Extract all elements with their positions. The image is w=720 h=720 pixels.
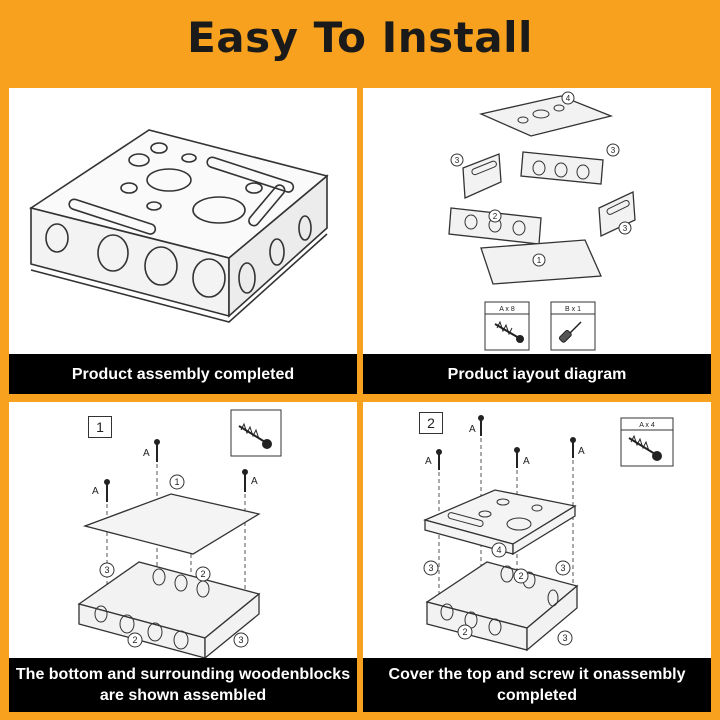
caption-layout-diagram: Product iayout diagram — [363, 354, 711, 394]
panel-assembly-completed: Product assembly completed — [9, 88, 357, 394]
screw-icon — [628, 434, 662, 461]
part-label: 3 — [104, 565, 109, 575]
part-label: 3 — [562, 633, 567, 643]
panel-step-1: 1 A A A A — [9, 402, 357, 712]
part-label: 2 — [132, 635, 137, 645]
part-label: 1 — [174, 477, 179, 487]
screw-letter: A — [143, 448, 150, 459]
part-label: 2 — [493, 212, 498, 221]
page-title: Easy To Install — [187, 13, 533, 62]
part-label: 3 — [238, 635, 243, 645]
step-2-illustration: A x 4 A A A A — [423, 415, 674, 652]
part-label: 3 — [623, 224, 628, 233]
screw-icon — [238, 422, 272, 449]
panel-step-2: 2 A x 4 A A A A — [363, 402, 711, 712]
screw-letter: A — [523, 456, 530, 467]
step-1-illustration: A A A A — [77, 409, 282, 658]
step-number: 1 — [88, 416, 112, 438]
part-label: 2 — [200, 569, 205, 579]
part-label: 3 — [455, 156, 460, 165]
screw-letter: A — [425, 456, 432, 467]
caption-line-2: are shown assembled — [99, 687, 267, 704]
tool-count-label: B x 1 — [565, 306, 581, 313]
caption-step-2: Cover the top and screw it onassembly co… — [363, 658, 711, 712]
screw-icon — [494, 320, 524, 343]
step-number: 2 — [419, 412, 443, 434]
screw-box-label: A x 4 — [639, 422, 655, 429]
caption-line-2: completed — [496, 687, 577, 704]
panel-layout-diagram: 4 3 3 2 3 1 A x 8 B x 1 Product iayout d… — [363, 88, 711, 394]
part-label: 3 — [428, 563, 433, 573]
part-label: 4 — [566, 94, 571, 103]
caption-text: Product assembly completed — [71, 365, 295, 383]
screwdriver-icon — [558, 321, 582, 343]
part-label: 2 — [462, 627, 467, 637]
caption-assembly-completed: Product assembly completed — [9, 354, 357, 394]
part-label: 2 — [518, 571, 523, 581]
screw-letter: A — [469, 424, 476, 435]
caption-line-1: The bottom and surrounding woodenblocks — [15, 666, 351, 683]
part-label: 3 — [560, 563, 565, 573]
caption-line-1: Cover the top and screw it onassembly — [388, 666, 686, 683]
exploded-parts-illustration: 4 3 3 2 3 1 A x 8 B x 1 — [448, 91, 636, 351]
caption-step-1: The bottom and surrounding woodenblocks … — [9, 658, 357, 712]
caption-text: Product iayout diagram — [447, 365, 627, 383]
screw-count-label: A x 8 — [499, 306, 515, 313]
screw-letter: A — [578, 446, 585, 457]
part-label: 1 — [537, 256, 542, 265]
part-label: 4 — [496, 545, 501, 555]
assembled-box-illustration — [29, 129, 329, 323]
screw-letter: A — [251, 476, 258, 487]
part-label: 3 — [611, 146, 616, 155]
screw-letter: A — [92, 486, 99, 497]
